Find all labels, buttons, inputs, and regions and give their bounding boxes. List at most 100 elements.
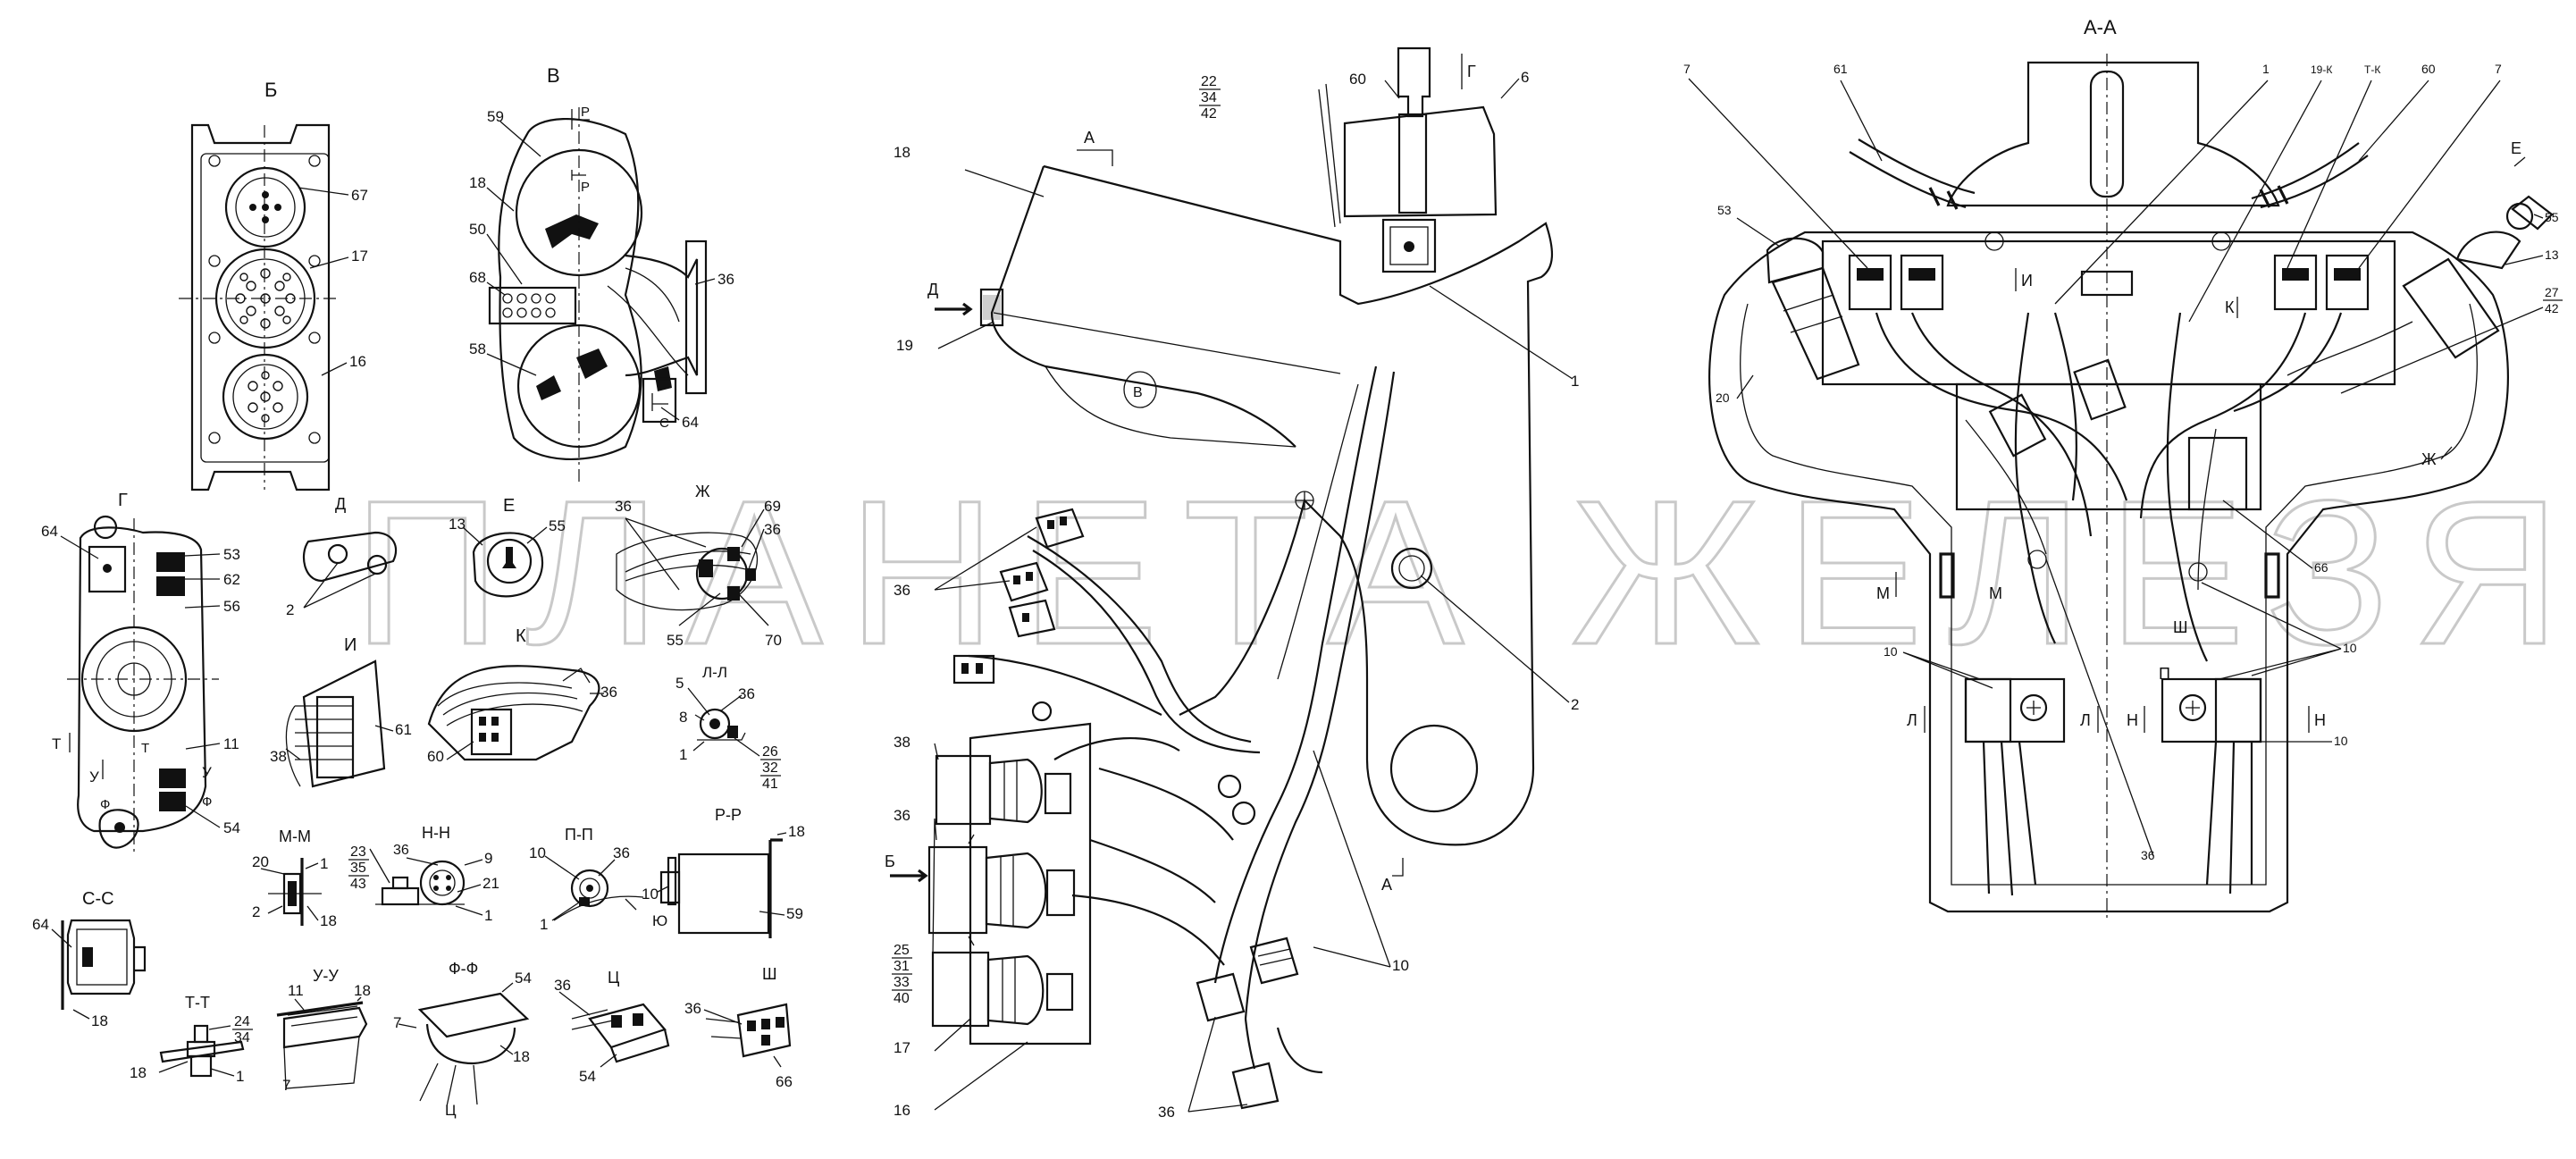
callout-59-rr: 59 [786, 905, 803, 922]
callout-36-aa: 36 [2141, 848, 2155, 862]
callout-55-aa: 55 [2545, 210, 2559, 224]
callout-60-k: 60 [427, 748, 444, 765]
stack-24-1: 34 [234, 1030, 250, 1046]
section-label-l2: Л [2080, 711, 2091, 729]
stack-25-0: 25 [894, 943, 910, 958]
section-label-k: К [2225, 298, 2235, 316]
arrow-label-d: Д [927, 281, 938, 298]
harness-connector-d [952, 654, 995, 684]
stack-22-1: 34 [1201, 90, 1217, 105]
view-tt: Т-Т 18 1 [130, 994, 244, 1085]
stack-25-3: 40 [894, 991, 910, 1006]
section-label-n: Н [2127, 711, 2138, 729]
callout-8: 8 [679, 709, 687, 726]
section-label-a-top: А [1084, 129, 1095, 147]
section-mark-r: Р [581, 105, 590, 120]
callout-36-zh: 36 [615, 498, 632, 515]
circle-label-v: В [1133, 385, 1143, 400]
aa-connector-4 [2325, 254, 2370, 311]
callout-60-aa: 60 [2421, 62, 2436, 76]
callout-18-ff: 18 [513, 1048, 530, 1065]
callout-36-v: 36 [717, 271, 734, 288]
callout-2-mm: 2 [252, 903, 260, 920]
callout-67: 67 [351, 187, 368, 204]
callout-18-tt: 18 [130, 1064, 147, 1081]
callout-36-main-b: 36 [894, 807, 910, 824]
callout-13-e: 13 [449, 516, 466, 533]
view-label-k: К [516, 626, 526, 646]
callout-1-mm: 1 [320, 855, 328, 872]
view-uu: У-У 11 18 7 [276, 967, 371, 1094]
callout-1-pp: 1 [540, 916, 548, 933]
stack-23-2: 43 [350, 877, 366, 892]
view-i: И 38 61 [270, 635, 412, 788]
view-zh: Ж 36 69 36 55 70 [615, 483, 782, 649]
section-label-e: Е [2511, 139, 2521, 157]
view-label-rr: Р-Р [715, 806, 742, 824]
callout-20-aa: 20 [1716, 391, 1730, 405]
callout-54-g: 54 [223, 819, 240, 836]
stack-22-2: 42 [1201, 106, 1217, 122]
view-label-zh: Ж [695, 483, 710, 500]
view-label-mm: М-М [279, 827, 311, 845]
section-mark-s: С [659, 416, 669, 431]
callout-10-main: 10 [1392, 957, 1409, 974]
callout-18-uu: 18 [354, 982, 371, 999]
section-mark-r2: Р [581, 180, 590, 195]
view-rr: Р-Р 18 59 10 Ю [642, 806, 805, 938]
callout-16: 16 [349, 353, 366, 370]
callout-1-tt: 1 [236, 1068, 244, 1085]
stack-27: 27 42 [2543, 285, 2563, 315]
view-pp: П-П 10 36 1 [529, 826, 644, 933]
stack-24: 24 34 [232, 1014, 253, 1046]
callout-10-aa-1: 10 [2343, 641, 2357, 655]
round-connector-top [935, 754, 1072, 826]
view-label-uu: У-У [313, 967, 339, 985]
callout-1-main: 1 [1571, 373, 1579, 390]
callout-55-zh: 55 [667, 632, 684, 649]
callout-10-aa-3: 10 [2334, 734, 2348, 748]
aa-connector-2 [1900, 254, 1944, 311]
callout-11-g: 11 [223, 735, 239, 752]
round-connector-middle [927, 834, 1076, 946]
section-label-p: П [2159, 665, 2170, 683]
view-nn: Н-Н 36 9 21 1 [369, 824, 499, 924]
harness-connector-b [999, 561, 1049, 602]
view-label-ss: С-С [82, 889, 114, 909]
callout-2-d: 2 [286, 601, 294, 618]
letter-ts: Ц [445, 1102, 457, 1119]
callout-18-v: 18 [469, 174, 486, 191]
view-d: Д 2 [286, 495, 398, 618]
view-v: В Р Р С 59 18 50 68 58 36 64 [469, 64, 734, 483]
aa-right-switch [2287, 195, 2554, 376]
callout-19-main: 19 [896, 337, 913, 354]
arrow-label-g: Г [1467, 63, 1476, 80]
callout-38-i: 38 [270, 748, 287, 765]
callout-68: 68 [469, 269, 486, 286]
callout-69: 69 [764, 498, 781, 515]
callout-tk: Т-К [2364, 63, 2380, 76]
callout-7-ff: 7 [393, 1014, 401, 1031]
view-ff: Ф-Ф 54 18 7 Ц [393, 960, 532, 1119]
section-aa: А-А [1683, 16, 2559, 920]
callout-36-ll: 36 [738, 685, 755, 702]
view-sh: Ш 36 66 [684, 965, 793, 1090]
stack-23-1: 35 [350, 861, 366, 876]
aa-left-switch [1766, 237, 1860, 381]
callout-1-nn: 1 [484, 907, 492, 924]
view-b: Б 67 17 16 [179, 79, 368, 491]
view-mm: М-М 20 1 2 18 [252, 827, 337, 929]
callout-10-rr: 10 [642, 886, 659, 903]
view-label-b: Б [264, 79, 277, 101]
section-mark-f: Ф [100, 797, 110, 812]
section-mark-u2: У [202, 764, 212, 781]
callout-56: 56 [223, 598, 240, 615]
callout-55-e: 55 [549, 517, 566, 534]
view-ss: С-С 64 18 [32, 889, 147, 1029]
view-ll: Л-Л 5 36 8 1 [675, 664, 760, 763]
view-k: К 36 60 [427, 626, 617, 765]
stack-22-0: 22 [1201, 74, 1217, 89]
callout-2-main: 2 [1571, 696, 1579, 713]
callout-61-i: 61 [395, 721, 412, 738]
